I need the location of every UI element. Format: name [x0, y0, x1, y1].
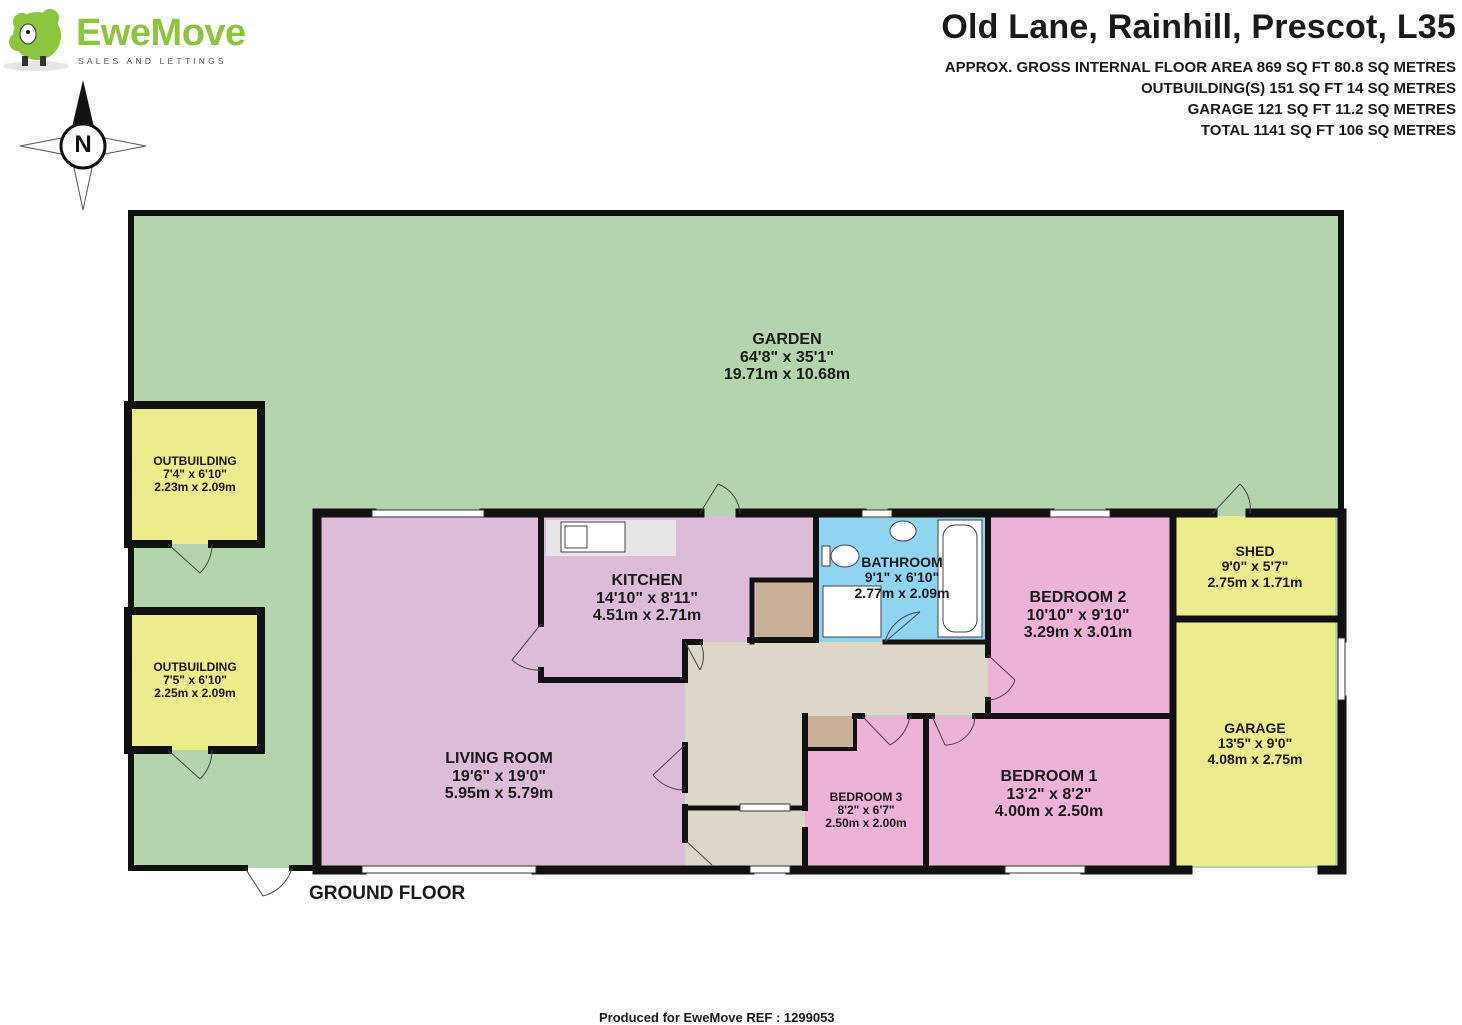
brand-name: EweMove	[76, 12, 246, 54]
area-garage: GARAGE 121 SQ FT 11.2 SQ METRES	[1187, 101, 1456, 118]
windows	[361, 509, 1346, 874]
walls	[124, 210, 1347, 875]
compass-icon	[19, 80, 147, 211]
footer-reference: Produced for EweMove REF : 1299053	[599, 1010, 835, 1025]
property-address: Old Lane, Rainhill, Prescot, L35	[941, 8, 1456, 46]
garage-area	[1173, 619, 1335, 866]
brand-tagline: SALES AND LETTINGS	[78, 56, 227, 66]
outbuilding-1-area	[128, 405, 261, 544]
doors	[167, 483, 1251, 897]
area-outbuildings: OUTBUILDING(S) 151 SQ FT 14 SQ METRES	[1140, 80, 1456, 97]
washbasin	[889, 520, 917, 542]
area-gross-internal: APPROX. GROSS INTERNAL FLOOR AREA 869 SQ…	[944, 59, 1456, 76]
compass-north-label: N	[74, 131, 92, 158]
toilet	[830, 544, 860, 568]
cupboard-2	[805, 716, 855, 749]
outbuilding-2-area	[128, 611, 261, 750]
sheep-logo-icon	[3, 9, 69, 71]
area-total: TOTAL 1141 SQ FT 106 SQ METRES	[1200, 122, 1456, 139]
floor-label: GROUND FLOOR	[309, 883, 466, 904]
bedroom-2-area	[988, 516, 1170, 716]
bedroom-1-area	[926, 716, 1170, 866]
shower-tray	[822, 585, 882, 638]
cupboard-1	[756, 582, 813, 642]
shed-area	[1173, 516, 1335, 619]
